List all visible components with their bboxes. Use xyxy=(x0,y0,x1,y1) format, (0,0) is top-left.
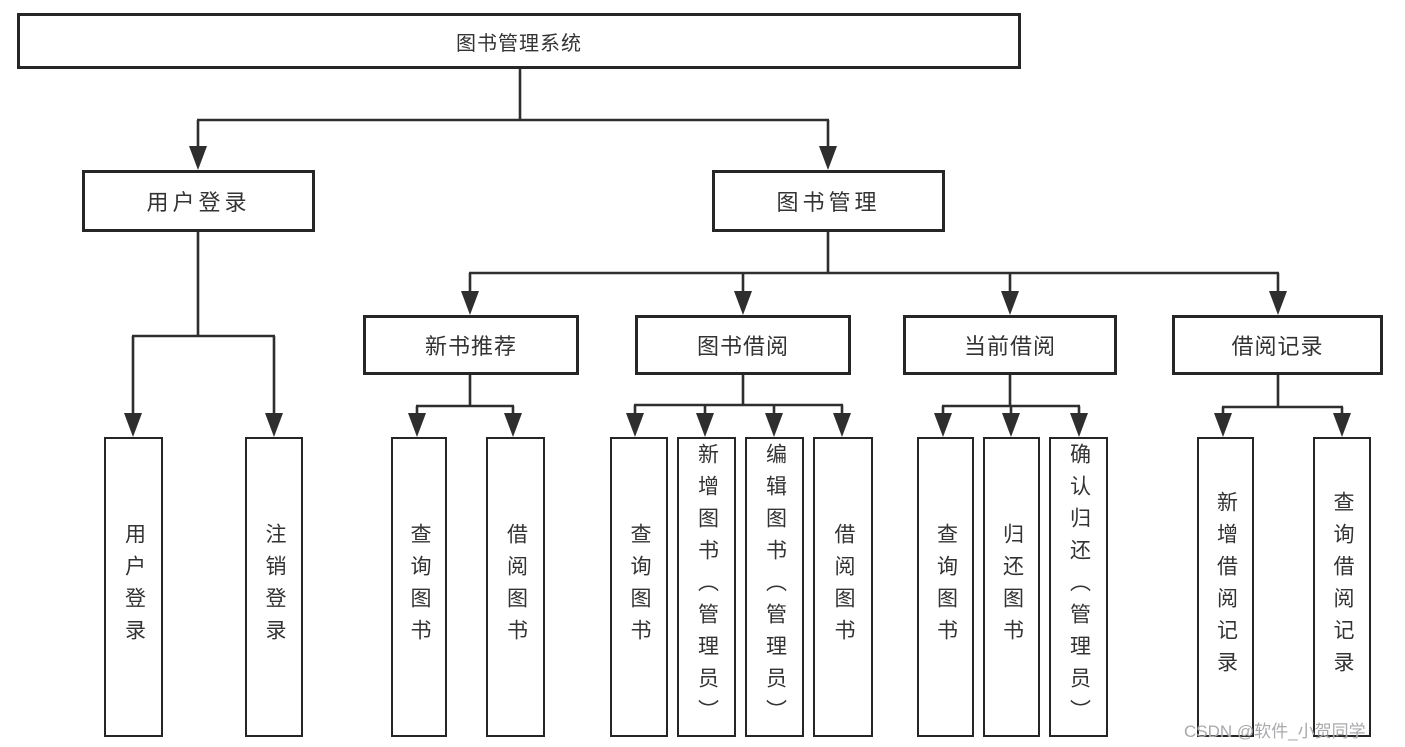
leaf-confirm-return-admin-label: 确认归还（管理员） xyxy=(1067,443,1091,731)
node-borrow-records: 借阅记录 xyxy=(1172,315,1383,375)
arrowhead xyxy=(265,413,283,437)
leaf-borrow-books-label: 借阅图书 xyxy=(832,523,855,651)
leaf-add-books-admin-label: 新增图书（管理员） xyxy=(695,443,719,731)
leaf-add-borrow-record: 新增借阅记录 xyxy=(1197,437,1254,737)
node-borrow-records-label: 借阅记录 xyxy=(1231,334,1324,359)
arrowhead xyxy=(934,413,952,437)
leaf-borrow-books: 借阅图书 xyxy=(813,437,873,737)
leaf-logout-label: 注销登录 xyxy=(263,523,286,651)
arrowhead xyxy=(408,413,426,437)
arrowhead xyxy=(1214,413,1232,437)
leaf-borrow-books-recommend-label: 借阅图书 xyxy=(504,523,528,651)
leaf-borrow-books-recommend: 借阅图书 xyxy=(486,437,545,737)
leaf-add-borrow-record-label: 新增借阅记录 xyxy=(1214,491,1238,683)
arrowhead xyxy=(734,291,752,315)
arrowhead xyxy=(765,413,783,437)
arrowhead xyxy=(1333,413,1351,437)
arrowhead xyxy=(833,413,851,437)
arrowhead xyxy=(189,146,207,170)
leaf-query-books-borrow: 查询图书 xyxy=(610,437,668,737)
leaf-return-books: 归还图书 xyxy=(983,437,1040,737)
leaf-return-books-label: 归还图书 xyxy=(1000,523,1024,651)
csdn-watermark: CSDN @软件_小贺同学 xyxy=(1184,722,1366,741)
arrowhead xyxy=(461,291,479,315)
arrowhead xyxy=(1001,291,1019,315)
node-current-borrow: 当前借阅 xyxy=(903,315,1117,375)
arrowhead xyxy=(626,413,644,437)
arrowhead xyxy=(1070,413,1088,437)
leaf-query-borrow-record-label: 查询借阅记录 xyxy=(1331,491,1354,683)
node-book-borrow-label: 图书借阅 xyxy=(696,334,789,359)
arrowhead xyxy=(1002,413,1020,437)
leaf-add-books-admin: 新增图书（管理员） xyxy=(677,437,736,737)
arrowhead xyxy=(696,413,714,437)
leaf-edit-books-admin: 编辑图书（管理员） xyxy=(745,437,804,737)
leaf-query-books-recommend: 查询图书 xyxy=(391,437,447,737)
leaf-logout: 注销登录 xyxy=(245,437,303,737)
arrowhead xyxy=(1269,291,1287,315)
node-root: 图书管理系统 xyxy=(17,13,1021,69)
leaf-query-borrow-record: 查询借阅记录 xyxy=(1313,437,1371,737)
node-new-book-recommend: 新书推荐 xyxy=(363,315,579,375)
node-book-management-label: 图书管理 xyxy=(776,190,881,215)
arrowhead xyxy=(819,146,837,170)
node-user-login-label: 用户登录 xyxy=(146,190,251,215)
arrowhead xyxy=(124,413,142,437)
leaf-query-books-current-label: 查询图书 xyxy=(934,523,958,651)
leaf-query-books-recommend-label: 查询图书 xyxy=(408,523,431,651)
node-root-label: 图书管理系统 xyxy=(456,32,582,55)
leaf-user-login: 用户登录 xyxy=(104,437,163,737)
node-user-login: 用户登录 xyxy=(82,170,315,232)
leaf-edit-books-admin-label: 编辑图书（管理员） xyxy=(763,443,787,731)
leaf-query-books-borrow-label: 查询图书 xyxy=(628,523,651,651)
node-current-borrow-label: 当前借阅 xyxy=(963,334,1056,359)
arrowhead xyxy=(504,413,522,437)
node-new-book-recommend-label: 新书推荐 xyxy=(424,334,517,359)
leaf-user-login-label: 用户登录 xyxy=(122,523,146,651)
leaf-confirm-return-admin: 确认归还（管理员） xyxy=(1049,437,1108,737)
node-book-management: 图书管理 xyxy=(712,170,945,232)
leaf-query-books-current: 查询图书 xyxy=(917,437,974,737)
node-book-borrow: 图书借阅 xyxy=(635,315,851,375)
